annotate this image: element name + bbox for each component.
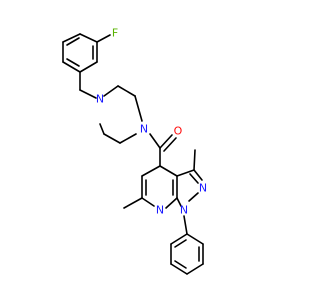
pyridine-n-label: N [156,204,164,217]
pyrazole-n1-label: N [180,204,188,217]
bond [176,197,182,207]
piperazine-n-bottom-label: N [140,123,148,136]
double-bond [66,58,80,67]
bond [186,263,204,275]
bond [79,89,97,99]
pyrazole-n2-label: N [199,182,207,195]
bond [170,263,188,275]
fluorophenyl-ring [62,33,98,73]
double-bond [189,173,199,184]
piperazine-ring [99,85,143,144]
carbonyl-oxygen-label: O [174,125,183,138]
bond [117,85,136,97]
bond [183,215,188,235]
bond [62,61,81,73]
bond [149,133,161,149]
double-bond [66,37,80,46]
bond [119,133,137,144]
double-bond [174,239,187,248]
methyl-bond [123,197,143,209]
bond [79,33,98,43]
pyridine-ring [141,165,178,209]
bond [176,169,195,177]
bond [165,197,178,209]
bond [141,165,161,177]
bond [188,192,199,202]
bond [170,233,188,245]
c-o-double-bond [159,134,173,149]
c-f-bond [96,34,111,43]
double-bond [174,260,187,269]
fluorine-label: F [112,27,118,40]
bond [141,197,155,207]
phenyl-ring [170,233,204,275]
bond [103,85,119,97]
c-o-double-bond [163,137,177,152]
pyrazole-ring [176,169,203,207]
bond [99,123,105,135]
bond [103,133,121,144]
chemical-structure-diagram: F N N O N N N [62,27,207,275]
bond [79,61,98,73]
bond [193,169,203,181]
methyl-bond [193,149,196,171]
bond [134,95,143,122]
bond [62,33,81,43]
bond [159,165,178,177]
piperazine-n-top-label: N [96,93,104,106]
bond [186,233,204,245]
